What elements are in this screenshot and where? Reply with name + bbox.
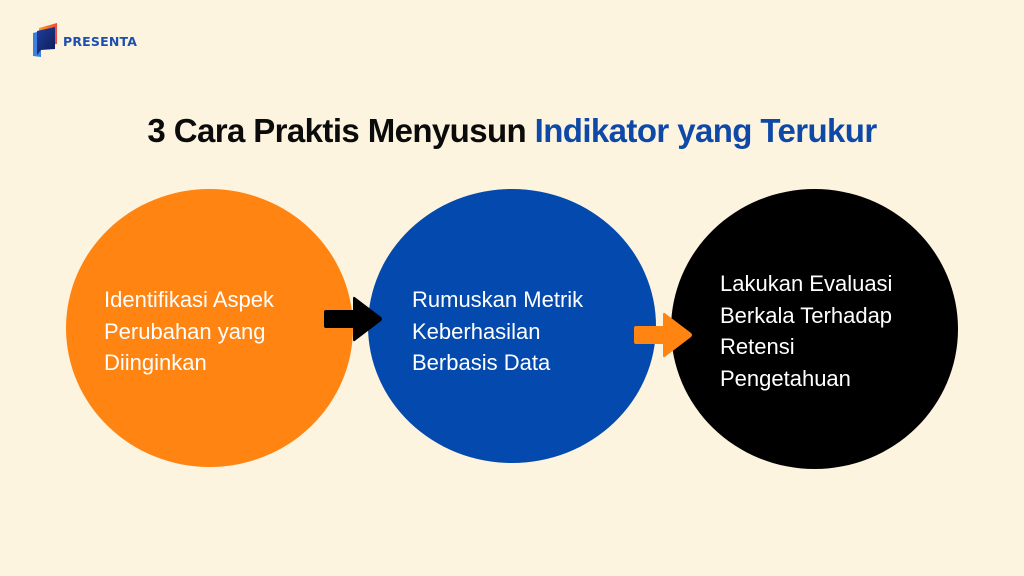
step-1-line-1: Identifikasi Aspek [104, 287, 274, 312]
title-accent: Indikator yang Terukur [534, 112, 878, 149]
step-3-line-1: Lakukan Evaluasi [720, 271, 893, 296]
step-3-line-2: Berkala Terhadap [720, 302, 893, 328]
step-2-circle [368, 189, 656, 463]
arrow-right-icon [633, 309, 695, 368]
step-1-line-3: Diinginkan [104, 350, 207, 375]
presenta-logo-icon [31, 22, 59, 58]
step-2-line-2: Keberhasilan [412, 318, 541, 344]
step-3-line-4: Pengetahuan [720, 365, 851, 391]
step-3-text: Lakukan Evaluasi Berkala Terhadap Retens… [720, 268, 892, 394]
title-main: 3 Cara Praktis Menyusun [147, 112, 535, 149]
step-1-text: Identifikasi Aspek Perubahan yang Diingi… [104, 284, 274, 379]
brand-logo: PRESENTA [31, 22, 137, 58]
page-title: 3 Cara Praktis Menyusun Indikator yang T… [0, 112, 1024, 150]
step-2-line-1: Rumuskan Metrik [412, 287, 584, 312]
brand-name: PRESENTA [63, 33, 138, 49]
arrow-right-icon [323, 293, 385, 352]
step-2-text: Rumuskan Metrik Keberhasilan Berbasis Da… [412, 284, 583, 379]
step-2-line-3: Berbasis Data [412, 350, 551, 375]
step-1-circle [66, 189, 353, 467]
step-3-line-3: Retensi [720, 334, 795, 359]
step-1-line-2: Perubahan yang [104, 318, 266, 344]
step-3-circle [671, 189, 958, 469]
